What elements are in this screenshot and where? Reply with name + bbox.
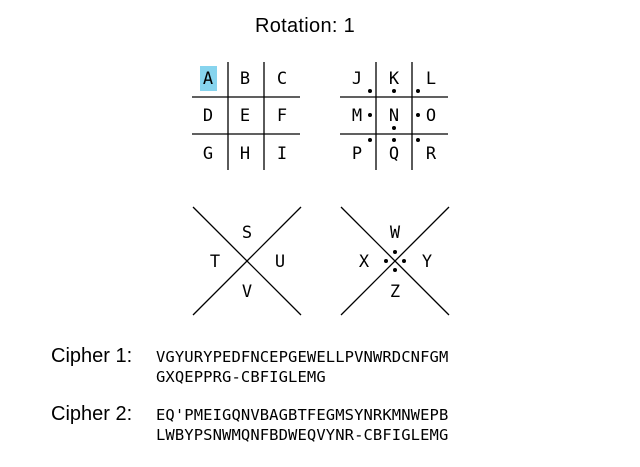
grid1-letter: I (277, 144, 287, 164)
cipher-2-text: EQ'PMEIGQNVBAGBTFEGMSYNRKMNWEPB LWBYPSNWM… (156, 405, 448, 445)
cipher-1-line-1: VGYURYPEDFNCEPGEWELLPVNWRDCNFGM (156, 348, 449, 366)
x1-letter: S (242, 223, 252, 243)
cipher-2-line-2: LWBYPSNWMQNFBDWEQVYNR-CBFIGLEMG (156, 426, 449, 444)
grid1-letters: A B C D E F G H I (203, 69, 287, 164)
grid1-letter: H (240, 144, 250, 164)
cipher-1-label: Cipher 1: (51, 345, 133, 367)
grid1-letter: C (277, 69, 287, 89)
grid2-letter: O (426, 106, 436, 126)
grid2-letter: K (389, 69, 400, 89)
grid2-letter: P (352, 144, 362, 164)
grid2-letter: J (352, 69, 362, 89)
x2-lines (340, 206, 450, 316)
grid1-letter: B (240, 69, 250, 89)
letter-highlight (200, 66, 217, 91)
grid1-letter: A (203, 69, 213, 89)
grid2-letter: R (426, 144, 437, 164)
grid2-letter: Q (389, 144, 399, 164)
x1-letter: U (275, 252, 285, 272)
x1-letter: T (210, 252, 220, 272)
cipher-2-line-1: EQ'PMEIGQNVBAGBTFEGMSYNRKMNWEPB (156, 406, 449, 424)
x1-letters: S T U V (210, 223, 285, 302)
x2-letter: X (359, 252, 370, 272)
x2-dots (384, 250, 406, 272)
grid1-lines (192, 62, 300, 170)
grid2-letters: J K L M N O P Q R (352, 69, 437, 164)
grid2-lines (340, 62, 448, 170)
x2-letter: Z (390, 282, 400, 302)
x2-letter: W (390, 223, 401, 243)
grid2-letter: L (426, 69, 436, 89)
grid1-letter: F (277, 106, 287, 126)
rotation-title: Rotation: 1 (254, 15, 356, 37)
grid2-letter: M (352, 106, 362, 126)
cipher-1-line-2: GXQEPPRG-CBFIGLEMG (156, 368, 326, 386)
x1-lines (192, 206, 302, 316)
grid1-letter: E (240, 106, 250, 126)
cipher-1-text: VGYURYPEDFNCEPGEWELLPVNWRDCNFGM GXQEPPRG-… (156, 347, 448, 387)
grid1-letter: D (203, 106, 213, 126)
x1-letter: V (242, 282, 252, 302)
x2-letters: W X Y Z (359, 223, 432, 302)
cipher-2-label: Cipher 2: (51, 403, 133, 425)
x2-letter: Y (422, 252, 432, 272)
grid2-letter: N (389, 106, 399, 126)
grid1-letter: G (203, 144, 213, 164)
grid2-dots (368, 89, 420, 142)
